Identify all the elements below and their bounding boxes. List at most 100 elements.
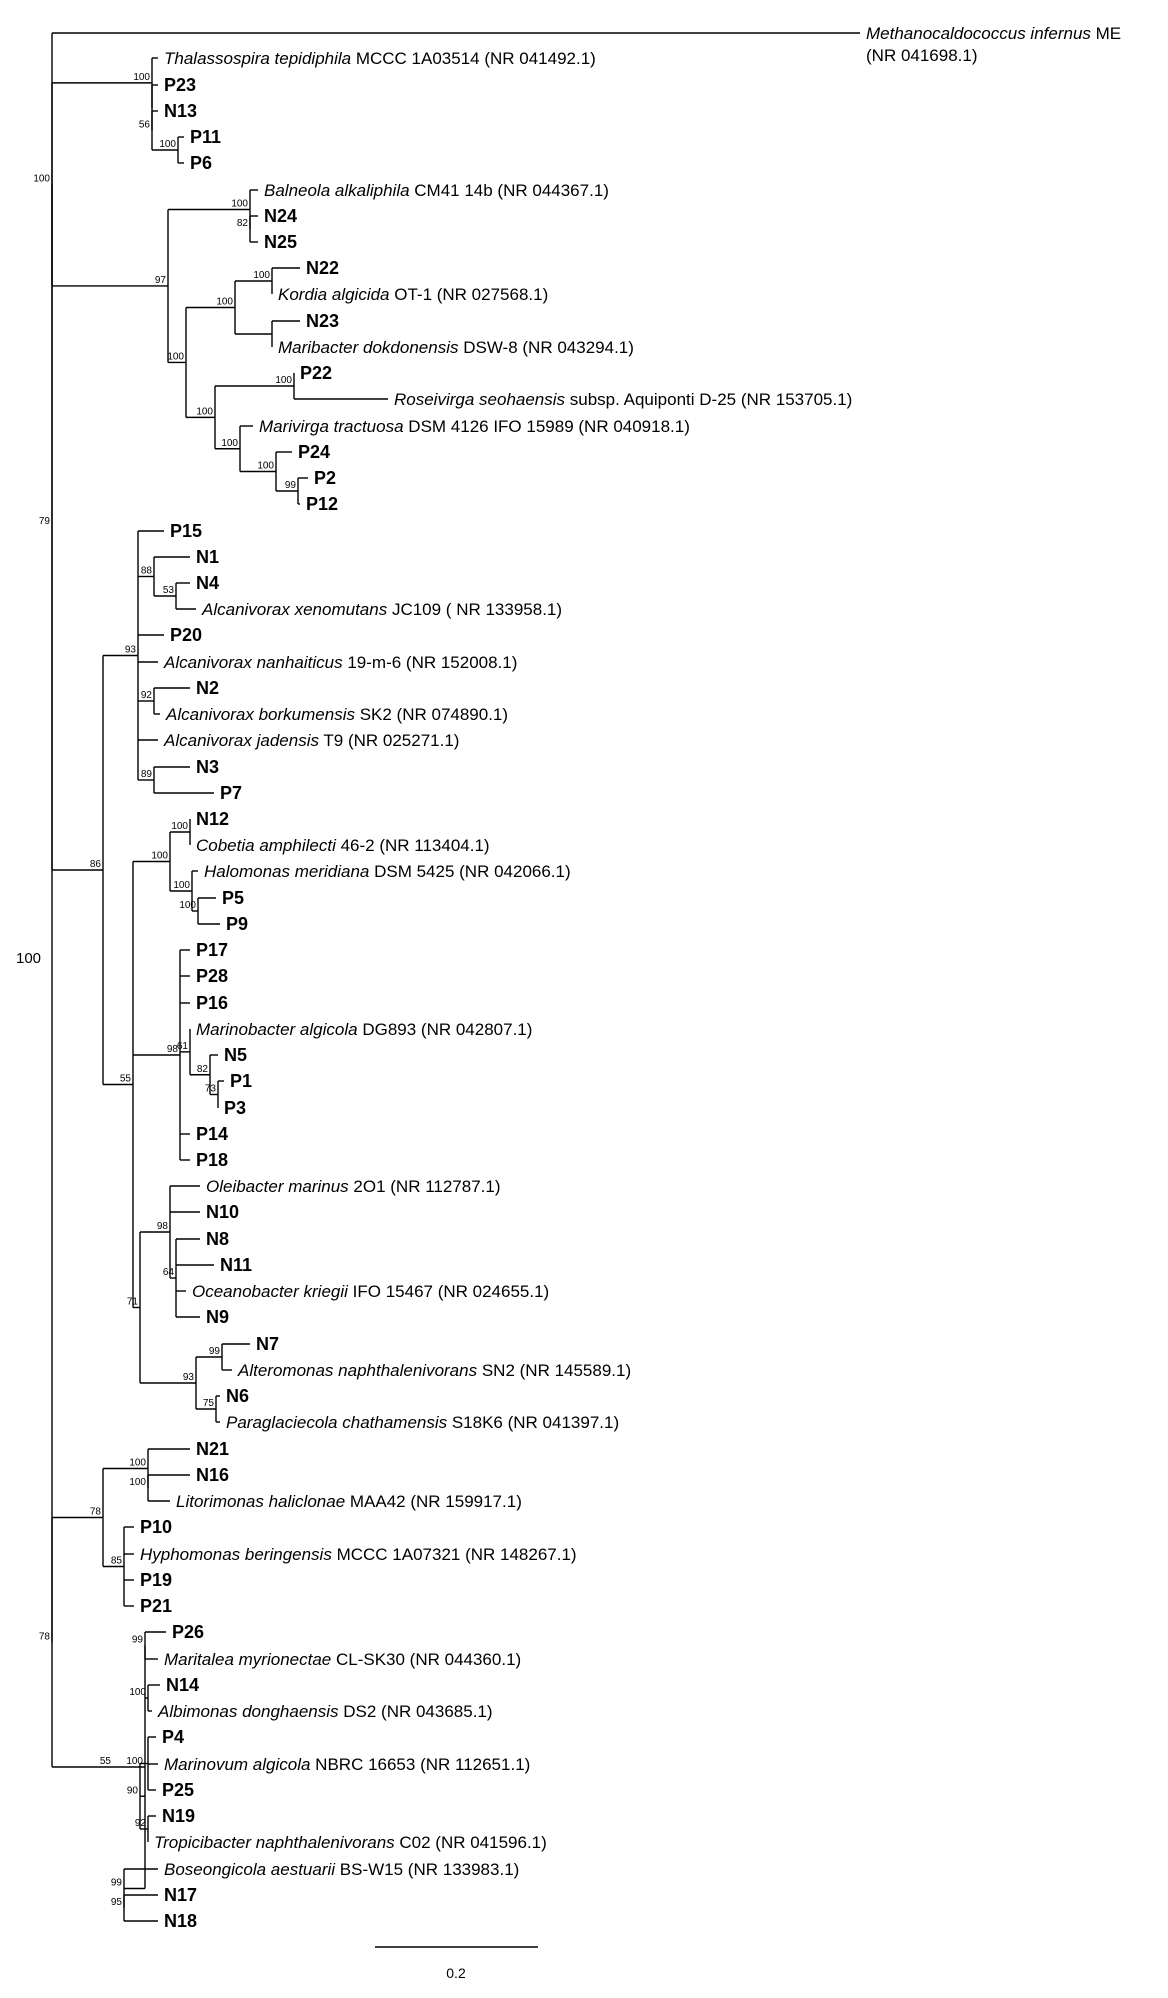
bootstrap-value: 99	[209, 1346, 221, 1357]
isolate-label: P5	[222, 888, 244, 908]
isolate-label: N21	[196, 1439, 229, 1459]
bootstrap-value: 82	[237, 218, 249, 229]
scale-bar-label: 0.2	[446, 1965, 466, 1981]
bootstrap-value: 100	[129, 1477, 146, 1488]
species-name: Marinovum algicola	[164, 1755, 310, 1774]
isolate-label: P14	[196, 1124, 228, 1144]
bootstrap-value: 100	[221, 438, 238, 449]
strain-accession: DSM 4126 IFO 15989 (NR 040918.1)	[404, 417, 690, 436]
isolate-label: N25	[264, 232, 297, 252]
species-name: Maribacter dokdonensis	[278, 338, 459, 357]
scale-bar: 0.2	[375, 1946, 538, 1981]
strain-accession: CM41 14b (NR 044367.1)	[410, 181, 609, 200]
tree-leaf-labels: Methanocaldococcus infernus ME (NR 041698…	[140, 24, 1121, 1931]
bootstrap-value: 100	[167, 351, 184, 362]
species-name: Roseivirga seohaensis	[394, 390, 566, 409]
isolate-label: N7	[256, 1334, 279, 1354]
bootstrap-value: 100	[179, 900, 196, 911]
reference-species-label: Hyphomonas beringensis MCCC 1A07321 (NR …	[140, 1545, 577, 1564]
isolate-label: N11	[220, 1255, 252, 1275]
strain-accession: C02 (NR 041596.1)	[395, 1833, 547, 1852]
bootstrap-value: 89	[141, 769, 153, 780]
species-name: Alcanivorax jadensis	[163, 731, 319, 750]
isolate-label: P12	[306, 494, 338, 514]
isolate-label: N12	[196, 809, 229, 829]
reference-species-label: Marinobacter algicola DG893 (NR 042807.1…	[196, 1020, 532, 1039]
reference-species-label: Alcanivorax jadensis T9 (NR 025271.1)	[163, 731, 459, 750]
reference-species-label: Halomonas meridiana DSM 5425 (NR 042066.…	[204, 862, 571, 881]
strain-accession: ME	[1091, 24, 1121, 43]
bootstrap-value: 100	[129, 1458, 146, 1469]
accession-continuation: (NR 041698.1)	[866, 46, 978, 65]
isolate-label: N1	[196, 547, 219, 567]
species-name: Methanocaldococcus infernus	[866, 24, 1091, 43]
bootstrap-value: 92	[135, 1818, 147, 1829]
reference-species-label: Alcanivorax nanhaiticus 19-m-6 (NR 15200…	[163, 653, 517, 672]
reference-species-label: Boseongicola aestuarii BS-W15 (NR 133983…	[164, 1860, 519, 1879]
bootstrap-value: 98	[157, 1221, 169, 1232]
species-name: Thalassospira tepidiphila	[164, 49, 351, 68]
isolate-label: P4	[162, 1727, 184, 1747]
bootstrap-value: 95	[111, 1897, 123, 1908]
isolate-label: P16	[196, 993, 228, 1013]
reference-species-label: Litorimonas haliclonae MAA42 (NR 159917.…	[176, 1492, 522, 1511]
bootstrap-value: 93	[125, 645, 137, 656]
bootstrap-value: 82	[197, 1064, 209, 1075]
isolate-label: N10	[206, 1202, 239, 1222]
bootstrap-value: 97	[155, 275, 167, 286]
bootstrap-value: 100	[151, 851, 168, 862]
reference-species-label: Roseivirga seohaensis subsp. Aquiponti D…	[394, 390, 852, 409]
bootstrap-value: 100	[159, 139, 176, 150]
strain-accession: MAA42 (NR 159917.1)	[345, 1492, 522, 1511]
species-name: Oleibacter marinus	[206, 1177, 349, 1196]
bootstrap-value: 61	[177, 1041, 189, 1052]
reference-species-label: Alcanivorax borkumensis SK2 (NR 074890.1…	[165, 705, 508, 724]
reference-species-label: Methanocaldococcus infernus ME (NR 041698…	[866, 24, 1121, 65]
isolate-label: N13	[164, 101, 197, 121]
species-name: Marinobacter algicola	[196, 1020, 358, 1039]
reference-species-label: Kordia algicida OT-1 (NR 027568.1)	[278, 285, 548, 304]
reference-species-label: Paraglaciecola chathamensis S18K6 (NR 04…	[226, 1413, 619, 1432]
isolate-label: N6	[226, 1386, 249, 1406]
bootstrap-value: 79	[39, 516, 51, 527]
isolate-label: P21	[140, 1596, 172, 1616]
bootstrap-value: 86	[90, 859, 102, 870]
species-name: Tropicibacter naphthalenivorans	[154, 1833, 395, 1852]
reference-species-label: Oleibacter marinus 2O1 (NR 112787.1)	[206, 1177, 501, 1196]
isolate-label: P1	[230, 1071, 252, 1091]
bootstrap-value: 93	[183, 1372, 195, 1383]
strain-accession: SN2 (NR 145589.1)	[477, 1361, 631, 1380]
reference-species-label: Thalassospira tepidiphila MCCC 1A03514 (…	[164, 49, 596, 68]
bootstrap-value: 100	[126, 1756, 143, 1767]
bootstrap-values: 1005610082100100100100991001001001009710…	[33, 72, 296, 1908]
isolate-label: P22	[300, 363, 332, 383]
species-name: Oceanobacter kriegii	[192, 1282, 349, 1301]
bootstrap-value: 64	[163, 1267, 175, 1278]
species-name: Paraglaciecola chathamensis	[226, 1413, 448, 1432]
strain-accession: 19-m-6 (NR 152008.1)	[343, 653, 518, 672]
reference-species-label: Tropicibacter naphthalenivorans C02 (NR …	[154, 1833, 547, 1852]
species-name: Boseongicola aestuarii	[164, 1860, 336, 1879]
isolate-label: N18	[164, 1911, 197, 1931]
species-name: Alcanivorax borkumensis	[165, 705, 355, 724]
reference-species-label: Oceanobacter kriegii IFO 15467 (NR 02465…	[192, 1282, 549, 1301]
bootstrap-value: 88	[141, 566, 153, 577]
reference-species-label: Maritalea myrionectae CL-SK30 (NR 044360…	[164, 1650, 521, 1669]
bootstrap-value: 71	[127, 1297, 139, 1308]
bootstrap-value: 100	[196, 406, 213, 417]
isolate-label: P2	[314, 468, 336, 488]
reference-species-label: Marivirga tractuosa DSM 4126 IFO 15989 (…	[259, 417, 690, 436]
bootstrap-value: 100	[133, 72, 150, 83]
strain-accession: 2O1 (NR 112787.1)	[349, 1177, 501, 1196]
isolate-label: N8	[206, 1229, 229, 1249]
isolate-label: N14	[166, 1675, 199, 1695]
bootstrap-value: 100	[253, 270, 270, 281]
isolate-label: P17	[196, 940, 228, 960]
reference-species-label: Marinovum algicola NBRC 16653 (NR 112651…	[164, 1755, 530, 1774]
bootstrap-value: 53	[163, 585, 175, 596]
bootstrap-value: 99	[111, 1878, 123, 1889]
isolate-label: P7	[220, 783, 242, 803]
isolate-label: P10	[140, 1517, 172, 1537]
bootstrap-value: 78	[90, 1507, 102, 1518]
